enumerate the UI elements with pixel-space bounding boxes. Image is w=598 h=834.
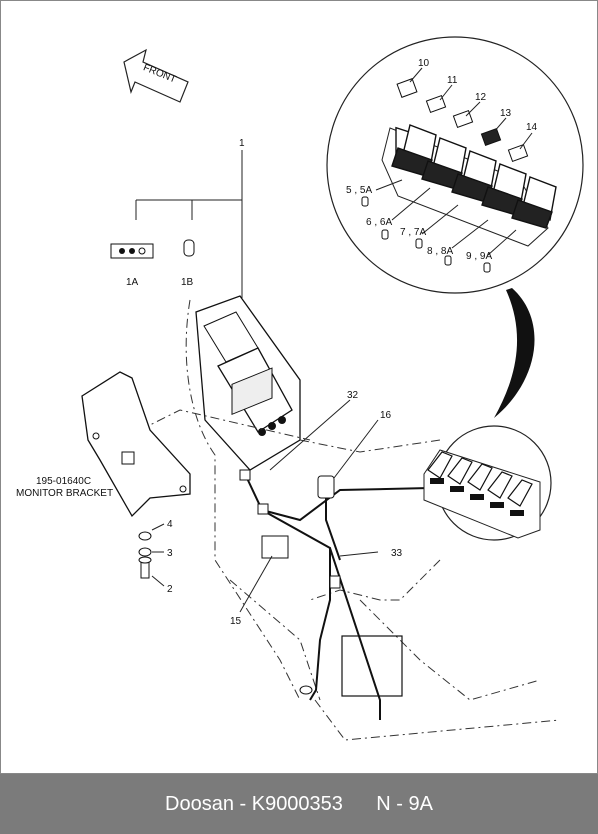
callout-15: 15 — [230, 616, 242, 627]
switch-panel-magnified-circle: 10 11 12 13 14 5 , 5A 6 , 6A 7 , 7A 8 , … — [326, 36, 584, 294]
callout-2: 2 — [167, 584, 173, 595]
parts-diagram: FRONT — [16, 36, 584, 741]
callout-10: 10 — [418, 58, 430, 69]
callout-14: 14 — [526, 122, 538, 133]
footer-bar: Doosan - K9000353 N - 9A — [0, 774, 598, 834]
callout-9-9a: 9 , 9A — [466, 251, 492, 262]
bracket-part-number: 195-01640C — [36, 476, 91, 487]
callout-3: 3 — [167, 548, 173, 559]
callout-4: 4 — [167, 519, 173, 530]
hardware-stack: 4 3 2 — [138, 519, 173, 595]
callout-11: 11 — [447, 75, 458, 86]
wiring-harness — [239, 469, 431, 720]
callout-7-7a: 7 , 7A — [400, 227, 426, 238]
footer-page: N - 9A — [376, 792, 433, 815]
callout-16: 16 — [380, 410, 392, 421]
relay-15 — [261, 535, 289, 559]
callout-32: 32 — [347, 390, 359, 401]
callout-1-tree: 1 1A 1B — [110, 138, 245, 298]
callout-8-8a: 8 , 8A — [427, 246, 453, 257]
footer-brand: Doosan - K9000353 — [165, 792, 343, 815]
bulb-1b — [183, 239, 195, 257]
cab-outline — [139, 299, 561, 741]
front-direction-arrow: FRONT — [123, 48, 189, 103]
callout-12: 12 — [475, 92, 487, 103]
pressure-switch-16 — [317, 475, 335, 499]
callout-1: 1 — [239, 138, 245, 149]
cab-bracket-lower — [341, 635, 403, 697]
callout-33: 33 — [391, 548, 403, 559]
magnify-pointer — [494, 288, 535, 418]
monitor-bracket — [81, 371, 191, 518]
monitor-console — [195, 295, 301, 471]
wiper-icon — [480, 127, 502, 147]
switch-panel-small-circle — [423, 425, 552, 541]
callout-1b: 1B — [181, 277, 194, 288]
work-light-icon — [396, 78, 418, 98]
bracket-name: MONITOR BRACKET — [16, 488, 113, 499]
callout-5-5a: 5 , 5A — [346, 185, 372, 196]
callout-13: 13 — [500, 108, 512, 119]
horn-icon — [507, 143, 529, 163]
callout-6-6a: 6 , 6A — [366, 217, 392, 228]
callout-1a: 1A — [126, 277, 139, 288]
